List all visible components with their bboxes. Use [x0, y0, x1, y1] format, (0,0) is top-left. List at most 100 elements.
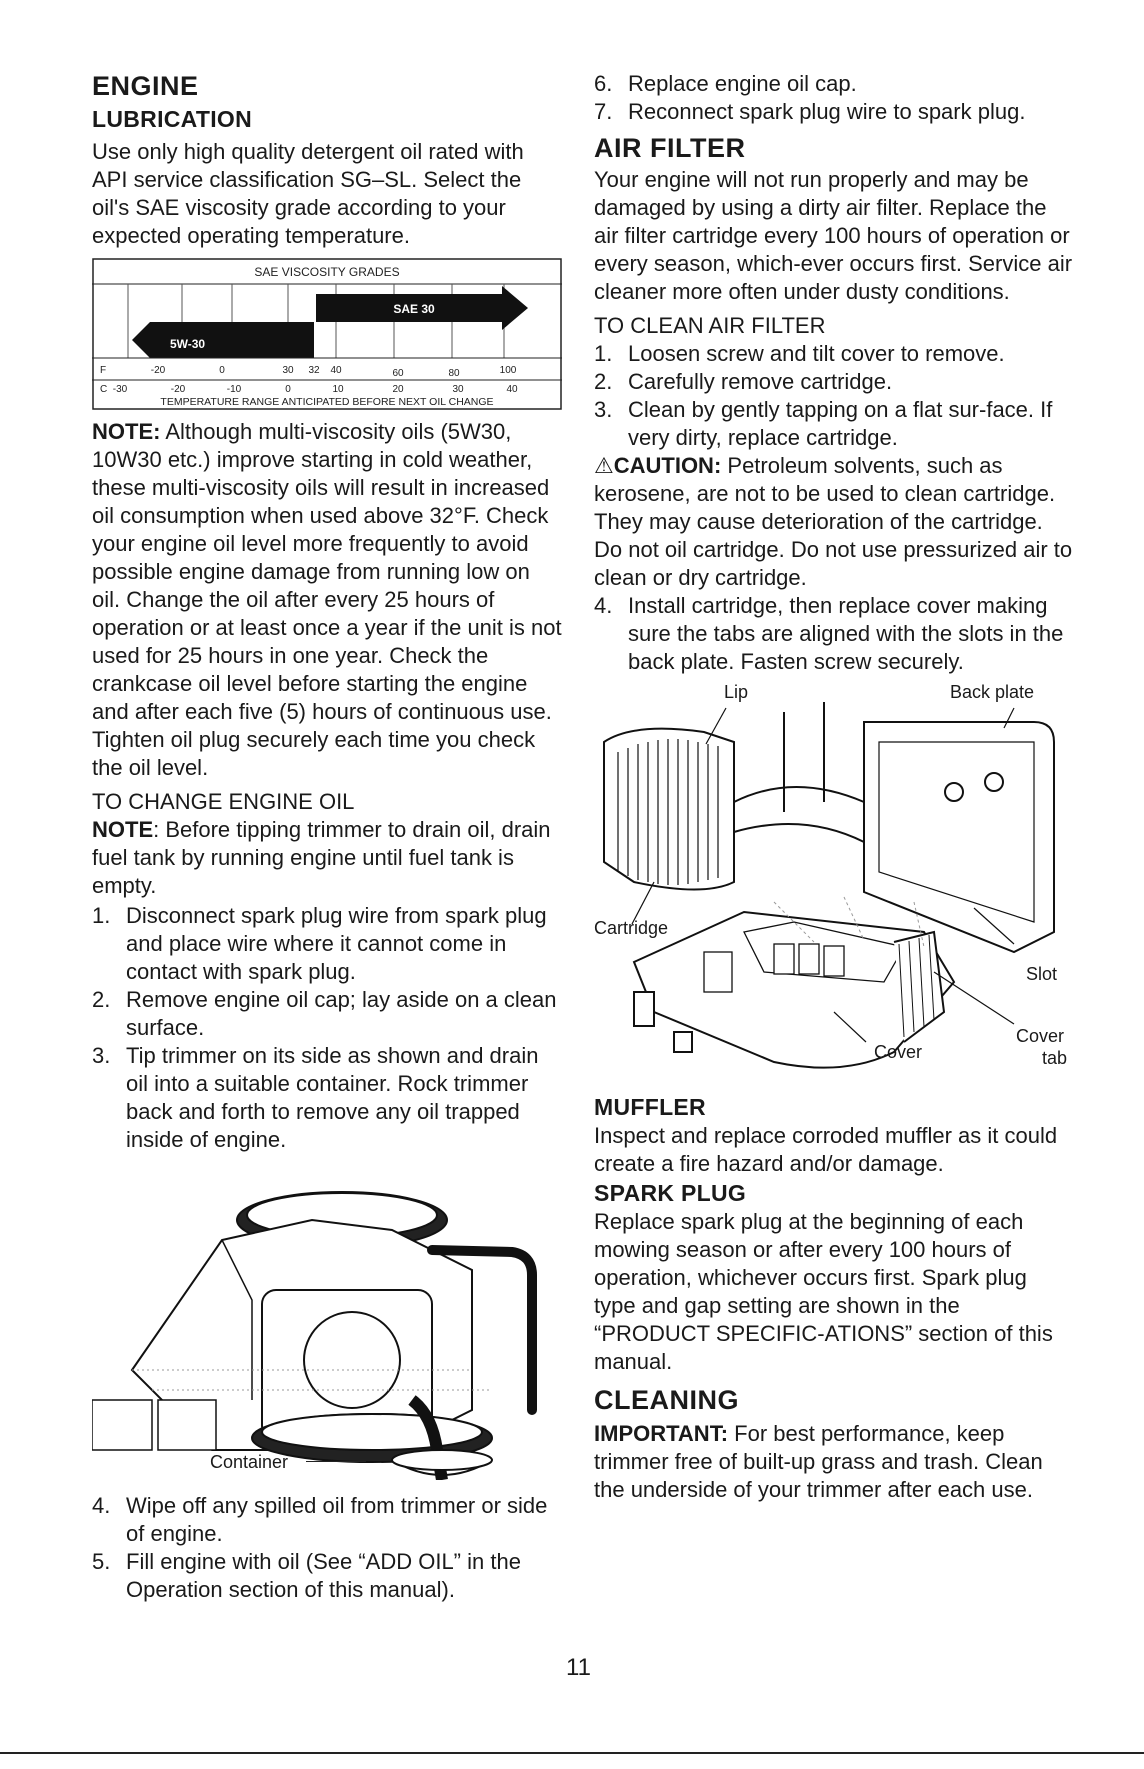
clean-filter-heading: TO CLEAN AIR FILTER	[594, 313, 826, 338]
container-leader-line	[306, 1461, 366, 1462]
list-item: 1. Loosen screw and tilt cover to remove.	[594, 340, 1074, 368]
step-text: Install cartridge, then replace cover ma…	[628, 593, 1064, 674]
label-slot: Slot	[1026, 964, 1058, 984]
step-number: 1.	[92, 903, 111, 928]
viscosity-chart: SAE VISCOSITY GRADES 5W-30 SAE	[92, 258, 562, 410]
step-number: 7.	[594, 99, 613, 124]
caution-paragraph: ⚠CAUTION: Petroleum solvents, such as ke…	[594, 452, 1074, 592]
bar-5w30-label: 5W-30	[170, 337, 205, 351]
bar-5w30: 5W-30	[132, 322, 314, 358]
f-tick: 100	[500, 365, 517, 376]
trimmer-drain-illustration	[92, 1191, 537, 1480]
c-tick: 30	[452, 384, 464, 395]
note-paragraph: NOTE: Although multi-viscosity oils (5W3…	[92, 418, 562, 782]
f-tick: 30	[282, 365, 294, 376]
important-label: IMPORTANT:	[594, 1421, 729, 1446]
muffler-text: Inspect and replace corroded muffler as …	[594, 1123, 1058, 1176]
f-label: F	[100, 365, 106, 376]
container-label-wrap: Container	[92, 1452, 562, 1476]
clean-filter-steps-d: 1. Loosen screw and tilt cover to remove.…	[594, 340, 1074, 452]
change-oil-steps-c: 6. Replace engine oil cap. 7. Reconnect sp…	[594, 70, 1074, 126]
c-tick: -30	[113, 384, 128, 395]
bar-sae30-label: SAE 30	[393, 302, 435, 316]
f-ticks: -20 0 30 32 40 60 80 100	[151, 365, 517, 379]
list-item: 5.Fill engine with oil (See “ADD OIL” in…	[92, 1548, 562, 1604]
step-text: Clean by gently tapping on a flat sur-fa…	[628, 397, 1053, 450]
step-text: Remove engine oil cap; lay aside on a cl…	[126, 987, 557, 1040]
air-filter-figure: Lip Back plate Cartridge Slot Cover Cove…	[594, 682, 1074, 1092]
step-text: Disconnect spark plug wire from spark pl…	[126, 903, 547, 984]
step-number: 6.	[594, 71, 613, 96]
c-tick: -10	[227, 384, 242, 395]
note2-paragraph: NOTE: Before tipping trimmer to drain oi…	[92, 816, 562, 900]
step-number: 3.	[594, 397, 613, 422]
list-item: 2. Carefully remove cartridge.	[594, 368, 1074, 396]
note2-label: NOTE	[92, 817, 154, 842]
step-number: 2.	[594, 369, 613, 394]
step-number: 4.	[594, 593, 613, 618]
label-cover: Cover	[874, 1042, 923, 1062]
c-tick: 0	[285, 384, 291, 395]
cleaning-heading: CLEANING	[594, 1385, 739, 1415]
f-tick: 40	[330, 365, 342, 376]
step-text: Reconnect spark plug wire to spark plug.	[628, 99, 1026, 124]
step-number: 2.	[92, 987, 111, 1012]
air-filter-illustration	[603, 702, 1055, 1069]
warning-icon: ⚠	[594, 453, 614, 478]
c-label: C	[100, 384, 107, 395]
clean-filter-steps-e: 4. Install cartridge, then replace cover …	[594, 592, 1074, 676]
right-column: 6. Replace engine oil cap. 7. Reconnect sp…	[594, 70, 1074, 1504]
label-lip: Lip	[724, 682, 749, 702]
caution-label: CAUTION:	[613, 453, 722, 478]
list-item: 7. Reconnect spark plug wire to spark plu…	[594, 98, 1074, 126]
c-tick: 40	[506, 384, 518, 395]
label-back-plate: Back plate	[950, 682, 1035, 702]
step-text: Wipe off any spilled oil from trimmer or…	[126, 1493, 548, 1546]
page-number: 11	[566, 1654, 591, 1681]
bar-sae30: SAE 30	[316, 286, 528, 330]
step-number: 4.	[92, 1493, 111, 1518]
change-oil-steps-b: 4. Wipe off any spilled oil from trimmer …	[92, 1492, 562, 1604]
f-tick: 80	[448, 368, 460, 379]
step-number: 5.	[92, 1549, 111, 1574]
lubrication-heading: LUBRICATION	[92, 106, 253, 132]
label-cover-tab-2: tab	[1042, 1048, 1068, 1068]
list-item: 6. Replace engine oil cap.	[594, 70, 1074, 98]
spark-plug-heading: SPARK PLUG	[594, 1180, 747, 1206]
c-tick: -20	[171, 384, 186, 395]
left-column: ENGINE LUBRICATION Use only high quality…	[92, 70, 562, 1604]
caution-text: Petroleum solvents, such as kerosene, ar…	[594, 453, 1073, 590]
c-ticks: -30 -20 -10 0 10 20 30 40	[113, 384, 518, 395]
important-text: For best performance, keep trimmer free …	[594, 1421, 1043, 1502]
list-item: 3. Clean by gently tapping on a flat sur-…	[594, 396, 1074, 452]
list-item: 2. Remove engine oil cap; lay aside on a …	[92, 986, 562, 1042]
f-tick: -20	[151, 365, 166, 376]
step-text: Replace engine oil cap.	[628, 71, 857, 96]
engine-heading: ENGINE	[92, 71, 199, 101]
note-label: NOTE:	[92, 419, 161, 444]
step-text: Carefully remove cartridge.	[628, 369, 893, 394]
change-oil-steps-a: 1. Disconnect spark plug wire from spark …	[92, 902, 562, 1154]
label-cover-tab-1: Cover	[1016, 1026, 1065, 1046]
list-item: 4. Wipe off any spilled oil from trimmer …	[92, 1492, 562, 1548]
f-tick: 32	[308, 365, 320, 376]
f-tick: 0	[219, 365, 225, 376]
chart-title: SAE VISCOSITY GRADES	[254, 265, 399, 279]
step-text: Tip trimmer on its side as shown and dra…	[126, 1043, 539, 1152]
note-text: Although multi-viscosity oils (5W30, 10W…	[92, 419, 562, 780]
step-number: 1.	[594, 341, 613, 366]
note2-text: : Before tipping trimmer to drain oil, d…	[92, 817, 551, 898]
change-oil-heading: TO CHANGE ENGINE OIL	[92, 789, 355, 814]
air-filter-text: Your engine will not run properly and ma…	[594, 167, 1073, 304]
air-filter-heading: AIR FILTER	[594, 133, 746, 163]
label-cartridge: Cartridge	[594, 918, 669, 938]
list-item: 1. Disconnect spark plug wire from spark …	[92, 902, 562, 986]
chart-caption: TEMPERATURE RANGE ANTICIPATED BEFORE NEX…	[160, 396, 493, 408]
list-item: 4. Install cartridge, then replace cover …	[594, 592, 1074, 676]
c-tick: 20	[392, 384, 404, 395]
step-number: 3.	[92, 1043, 111, 1068]
step-text: Loosen screw and tilt cover to remove.	[628, 341, 1005, 366]
list-item: 3. Tip trimmer on its side as shown and d…	[92, 1042, 562, 1154]
lubrication-text: Use only high quality detergent oil rate…	[92, 139, 524, 248]
